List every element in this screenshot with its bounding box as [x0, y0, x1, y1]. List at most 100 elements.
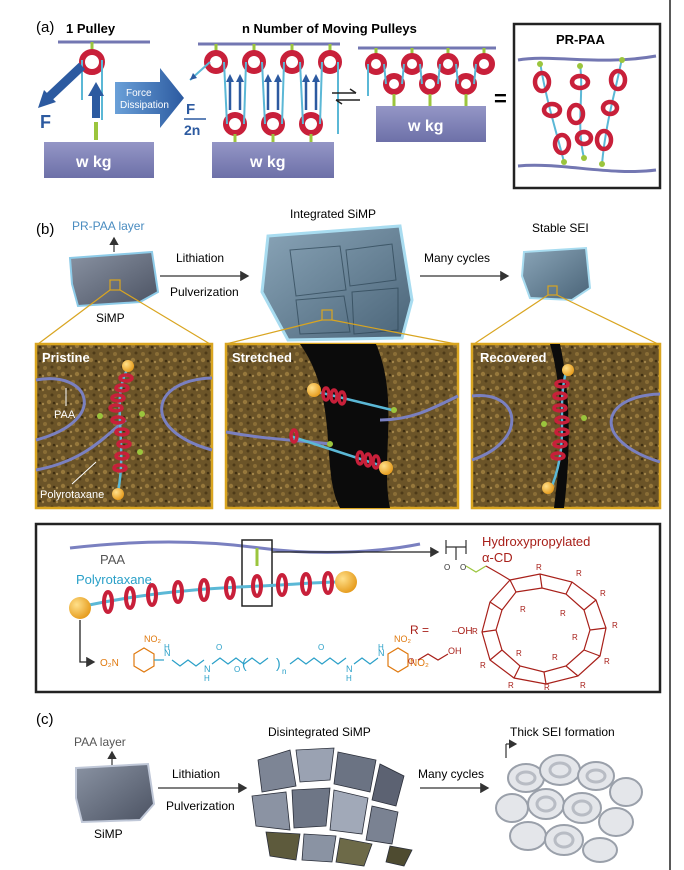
integrated-simp-particle: [260, 224, 414, 342]
r-2: R: [576, 569, 582, 578]
force-fraction-denominator: 2n: [184, 122, 200, 138]
stopper-formula: O₂N NO₂ N H N H O O ( ) n O N H N H NO₂ …: [100, 634, 429, 683]
nh-mid-n: N: [204, 664, 211, 674]
pr-paa-chains: [532, 57, 628, 167]
thick-sei-label: Thick SEI formation: [510, 725, 615, 739]
r-3: R: [600, 589, 606, 598]
n-pulleys-title: n Number of Moving Pulleys: [242, 21, 417, 36]
stable-sei-label: Stable SEI: [532, 221, 589, 235]
no2-right: NO₂: [410, 658, 429, 669]
r-6: R: [580, 681, 586, 690]
lithiation-label-c: Lithiation: [172, 767, 220, 781]
panel-c-label: (c): [36, 711, 54, 728]
force-dissipation-text-2: Dissipation: [120, 100, 169, 111]
lithiation-label-b: Lithiation: [176, 251, 224, 265]
recovered-title: Recovered: [480, 350, 547, 365]
r-substituents: R R R R R R R R R R R R R R R: [472, 563, 618, 692]
alpha-cd-label: α-CD: [482, 550, 513, 565]
zoom-select-box: [241, 539, 273, 607]
nh-left-n: N: [164, 648, 171, 658]
r-13: R: [572, 633, 578, 642]
r-14: R: [552, 653, 558, 662]
simp-label-c: SiMP: [94, 827, 123, 841]
simp-label-b: SiMP: [96, 311, 125, 325]
force-dissipation-arrow: [115, 68, 184, 128]
simp-particle-c: [75, 762, 156, 824]
paa-layer-label: PAA layer: [74, 735, 126, 749]
o-text-2: O: [234, 665, 240, 674]
o-paa-2: O: [460, 563, 466, 572]
r-15: R: [516, 649, 522, 658]
o-paa-1: O: [444, 563, 450, 572]
paa-monomer-structure: O O: [444, 540, 487, 573]
pulverization-label-c: Pulverization: [166, 799, 235, 813]
o-text-1: O: [216, 643, 222, 652]
hydroxypropylated-label: Hydroxypropylated: [482, 534, 590, 549]
single-weight-box: [44, 142, 154, 178]
stretched-panel: Stretched: [224, 342, 460, 510]
simp-particle-small: [68, 250, 160, 308]
single-pulley-wheel: [79, 49, 105, 75]
r-12: R: [560, 609, 566, 618]
nh-far-n: N: [378, 648, 385, 658]
no2-top-right: NO₂: [394, 634, 412, 644]
r-4: R: [612, 621, 618, 630]
r-1: R: [536, 563, 542, 572]
n-pulley-weight-box: [212, 142, 334, 178]
pulverization-label-b: Pulverization: [170, 285, 239, 299]
stable-sei-particle: [520, 246, 592, 302]
nh-mid-h: H: [204, 674, 210, 683]
paa-label-chem: PAA: [100, 552, 125, 567]
o-text-3: O: [318, 643, 324, 652]
panel-a-label: (a): [36, 19, 54, 36]
force-label: F: [40, 112, 51, 132]
many-cycles-label-b: Many cycles: [424, 251, 490, 265]
integrated-simp-label: Integrated SiMP: [290, 207, 376, 221]
stretched-title: Stretched: [232, 350, 292, 365]
r-9: R: [480, 661, 486, 670]
raised-weight-box: [376, 106, 486, 142]
polyrotaxane-label-b: Polyrotaxane: [40, 489, 104, 501]
force-fraction-numerator: F: [186, 101, 195, 118]
r-11: R: [520, 605, 526, 614]
pristine-title: Pristine: [42, 350, 90, 365]
polyrotaxane-rings: [102, 571, 334, 614]
cyclodextrin-ring: [481, 565, 607, 685]
no2-top-left: NO₂: [144, 634, 162, 644]
recovered-panel: Recovered: [470, 342, 662, 510]
pr-paa-title: PR-PAA: [556, 32, 605, 47]
nh-left-h: H: [164, 643, 170, 652]
equilibrium-arrows-icon: [332, 92, 360, 101]
nh-right-h: H: [346, 674, 352, 683]
disintegrated-label: Disintegrated SiMP: [268, 725, 371, 739]
pull-arrow-icon: [44, 62, 86, 102]
force-dissipation-text-1: Force: [126, 88, 152, 99]
moving-pulleys-group: [204, 44, 342, 142]
pristine-panel: Pristine PAA Polyrotaxane: [34, 342, 214, 510]
stopper-right: [335, 571, 357, 593]
raised-pulleys-group: [365, 48, 495, 106]
weight-label-3: w kg: [407, 118, 444, 135]
weight-label-1: w kg: [75, 154, 112, 171]
r-equals-label: R =: [410, 623, 429, 637]
o-hp: O: [408, 657, 414, 666]
oh-hp: OH: [448, 646, 462, 656]
many-cycles-label-c: Many cycles: [418, 767, 484, 781]
thick-sei-cluster: [495, 754, 643, 863]
disintegrated-fragments: [251, 747, 413, 867]
o2n-text: O₂N: [100, 658, 119, 669]
pr-paa-box: [512, 22, 662, 190]
panel-b-label: (b): [36, 221, 54, 238]
weight-label-2: w kg: [249, 154, 286, 171]
bracket-text-close: ): [276, 655, 281, 671]
polyrotaxane-label-chem: Polyrotaxane: [76, 572, 152, 587]
paa-label-b: PAA: [54, 409, 76, 421]
r-10: R: [472, 627, 478, 636]
r-7: R: [544, 683, 550, 692]
r-5: R: [604, 657, 610, 666]
repeat-n: n: [282, 667, 286, 676]
stopper-left: [69, 597, 91, 619]
one-pulley-title: 1 Pulley: [66, 21, 116, 36]
r-8: R: [508, 681, 514, 690]
